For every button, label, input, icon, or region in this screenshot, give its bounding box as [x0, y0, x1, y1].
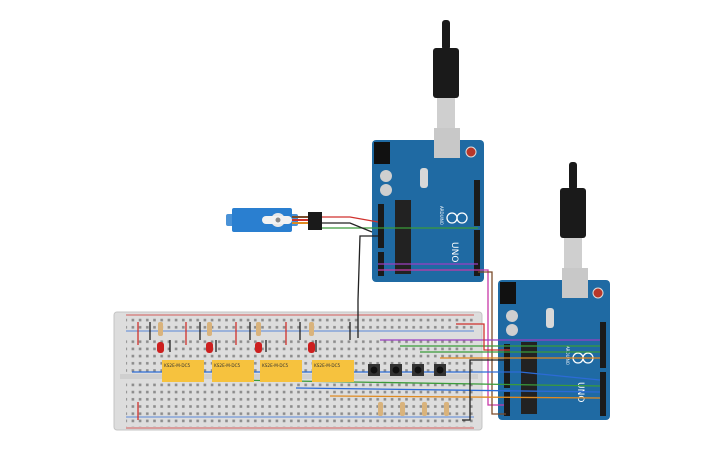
wire-red[interactable]: [322, 216, 379, 223]
wire-magenta[interactable]: [378, 269, 504, 406]
led-red[interactable]: [157, 342, 164, 353]
pushbuttons[interactable]: [368, 364, 446, 376]
capacitor: [506, 324, 518, 336]
wire-red[interactable]: [456, 323, 510, 351]
relay[interactable]: KS2E-M-DC5: [162, 360, 204, 382]
header-digital-low[interactable]: [600, 372, 606, 416]
wire-black[interactable]: [462, 359, 506, 421]
atmega-chip: [521, 342, 537, 414]
resistor[interactable]: [256, 322, 261, 336]
usb-cable-bottom[interactable]: [560, 162, 586, 268]
resistor[interactable]: [422, 402, 427, 416]
resistor[interactable]: [207, 322, 212, 336]
capacitor: [380, 184, 392, 196]
header-digital-high[interactable]: [600, 322, 606, 368]
relay[interactable]: KS2E-M-DC5: [312, 360, 354, 382]
relay-part-label: KS2E-M-DC5: [164, 363, 190, 368]
board-brand-label: ARDUINO: [439, 206, 444, 225]
wire-black[interactable]: [357, 235, 378, 338]
wire-blue[interactable]: [295, 387, 601, 393]
reset-button[interactable]: [592, 287, 604, 299]
relay[interactable]: KS2E-M-DC5: [260, 360, 302, 382]
led-red[interactable]: [255, 342, 262, 353]
header-digital-high[interactable]: [474, 180, 480, 226]
power-jack: [500, 282, 516, 304]
board-model-label: UNO: [449, 242, 459, 262]
reset-button[interactable]: [465, 146, 477, 158]
resistor[interactable]: [158, 322, 163, 336]
resistor[interactable]: [378, 402, 383, 416]
atmega-chip: [395, 200, 411, 274]
header-analog[interactable]: [504, 392, 510, 416]
leds[interactable]: [157, 342, 315, 353]
pushbutton[interactable]: [390, 364, 402, 376]
resistors-bottom[interactable]: [378, 402, 449, 416]
usb-cable-top[interactable]: [433, 20, 459, 128]
resistor[interactable]: [309, 322, 314, 336]
resistor[interactable]: [444, 402, 449, 416]
pushbutton[interactable]: [412, 364, 424, 376]
crystal: [546, 308, 554, 328]
resistors-top[interactable]: [158, 322, 314, 336]
pushbutton[interactable]: [434, 364, 446, 376]
servo-connector: [308, 212, 322, 230]
header-power[interactable]: [378, 204, 384, 248]
relay[interactable]: KS2E-M-DC5: [212, 360, 254, 382]
relay-part-label: KS2E-M-DC5: [314, 363, 340, 368]
led-red[interactable]: [308, 342, 315, 353]
capacitor: [506, 310, 518, 322]
terminal-strip-bottom[interactable]: [126, 381, 474, 417]
resistor[interactable]: [400, 402, 405, 416]
arduino-uno-top[interactable]: UNO ARDUINO: [372, 128, 484, 282]
led-red[interactable]: [206, 342, 213, 353]
relay-part-label: KS2E-M-DC5: [262, 363, 288, 368]
power-jack: [374, 142, 390, 164]
board-brand-label: ARDUINO: [565, 346, 570, 365]
relay-part-label: KS2E-M-DC5: [214, 363, 240, 368]
capacitor: [380, 170, 392, 182]
usb-socket: [434, 128, 460, 158]
usb-socket: [562, 268, 588, 298]
pushbutton[interactable]: [368, 364, 380, 376]
wire-black[interactable]: [322, 222, 373, 233]
crystal: [420, 168, 428, 188]
wires[interactable]: [132, 216, 601, 421]
relays[interactable]: KS2E-M-DC5 KS2E-M-DC5 KS2E-M-DC5 KS2E-M-…: [162, 360, 354, 382]
power-rail-bottom[interactable]: [126, 418, 474, 427]
header-digital-low[interactable]: [474, 230, 480, 276]
header-power[interactable]: [504, 344, 510, 388]
wire-orange[interactable]: [329, 395, 601, 399]
wire-brown[interactable]: [478, 271, 506, 415]
servo-motor[interactable]: [226, 208, 322, 232]
